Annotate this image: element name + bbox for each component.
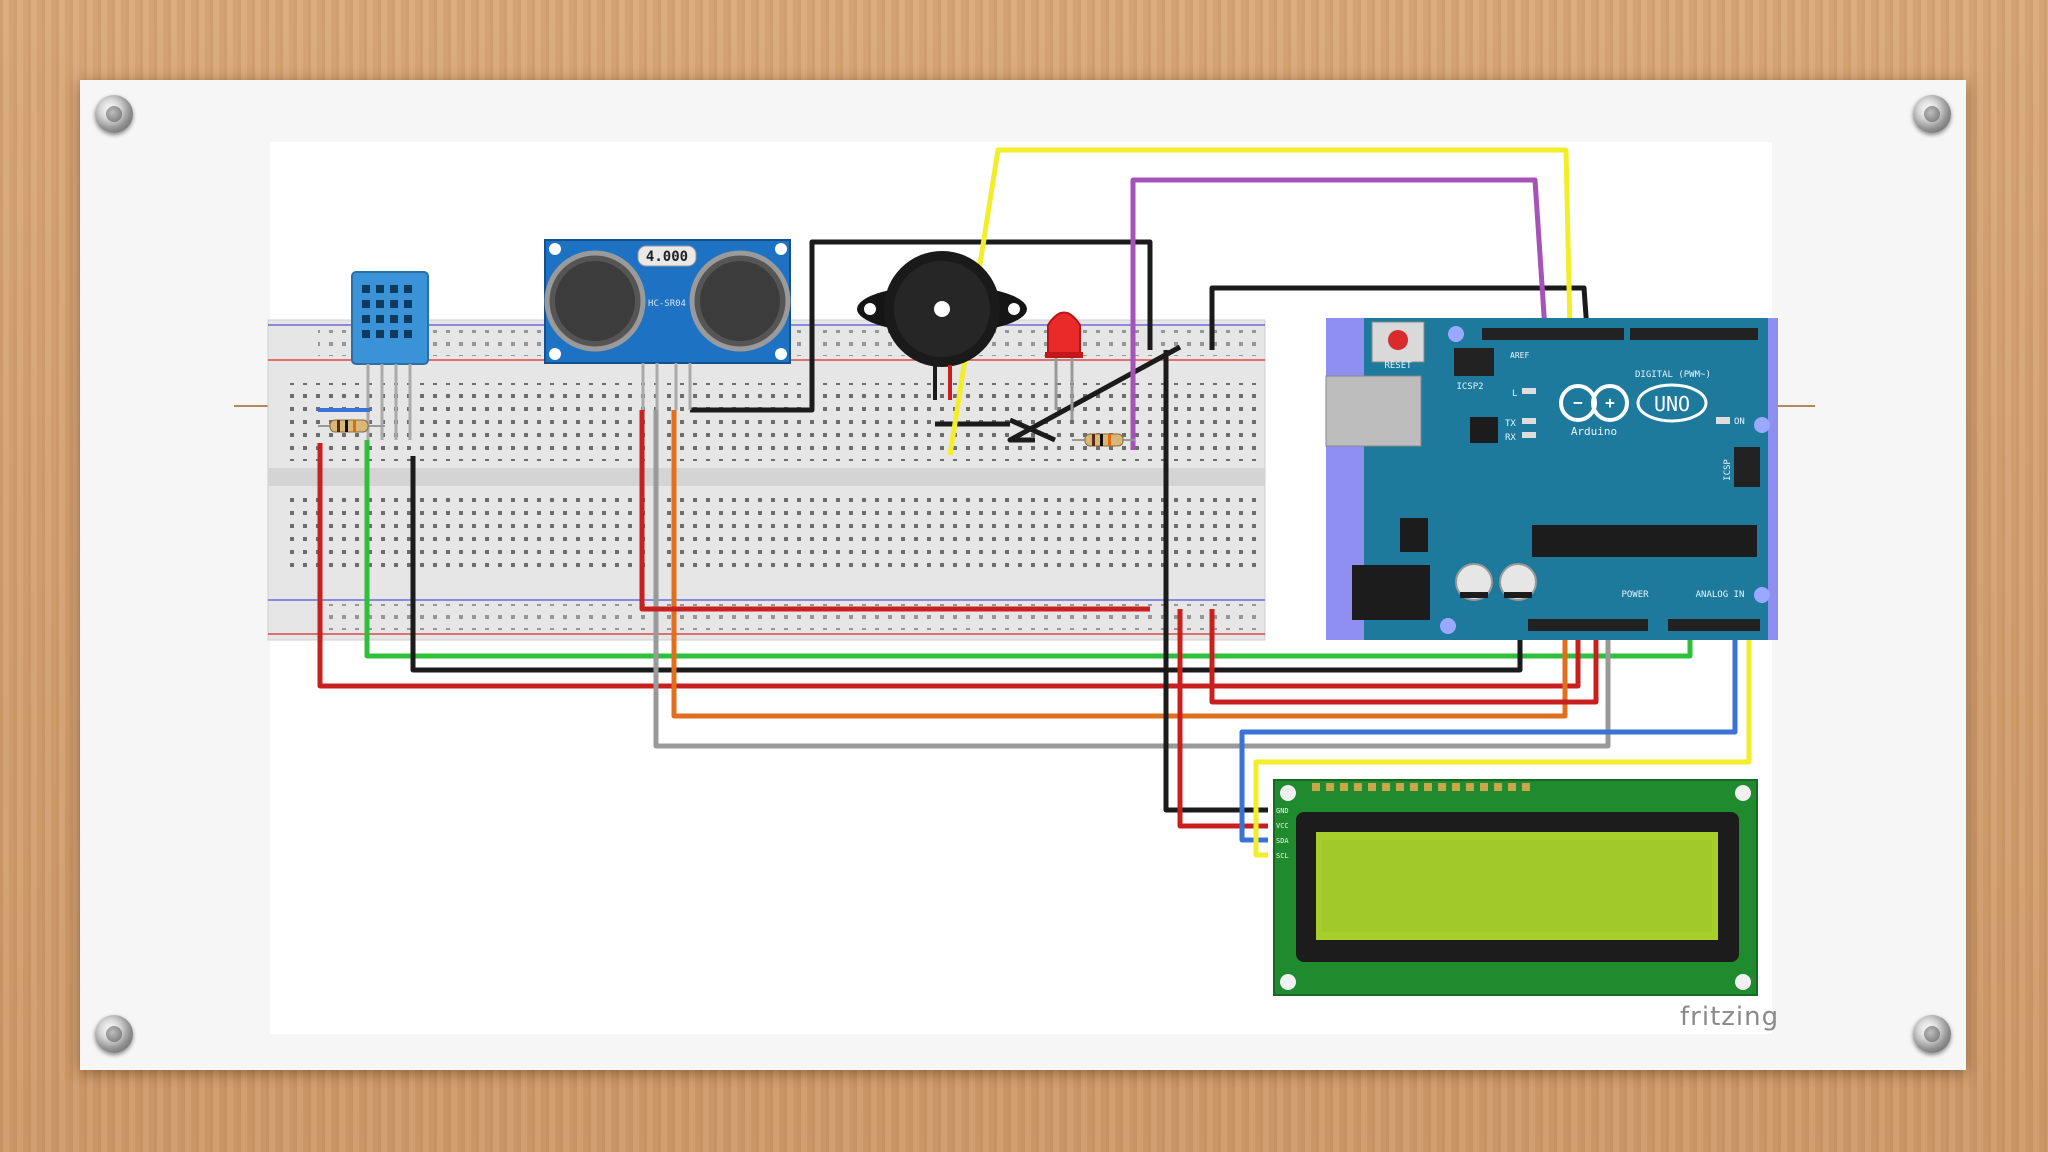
icsp2-label: ICSP2 xyxy=(1456,382,1483,392)
l-label: L xyxy=(1512,389,1517,399)
aref-label: AREF xyxy=(1510,351,1529,360)
rx-label: RX xyxy=(1505,433,1516,443)
lcd-pin-sda: SDA xyxy=(1276,837,1289,845)
arduino-uno: RESET ICSP2 AREF DIGITAL (PWM~) L TX RX … xyxy=(1325,318,1778,640)
pushpin-top-left xyxy=(95,95,133,133)
resistor-dht xyxy=(318,408,385,433)
on-label: ON xyxy=(1734,417,1745,427)
pushpin-bottom-right xyxy=(1913,1015,1951,1053)
red-led xyxy=(1045,311,1083,420)
pushpin-bottom-left xyxy=(95,1015,133,1053)
resistor-led xyxy=(1072,433,1135,447)
buzzer xyxy=(857,251,1027,400)
fritzing-watermark: fritzing xyxy=(1680,1002,1780,1032)
ultrasonic-model-label: HC-SR04 xyxy=(648,299,686,309)
lcd-pin-scl: SCL xyxy=(1276,852,1289,860)
breadboard xyxy=(267,319,1266,641)
reset-label: RESET xyxy=(1384,361,1412,371)
svg-text:+: + xyxy=(1605,393,1615,412)
digital-label: DIGITAL (PWM~) xyxy=(1635,370,1711,380)
brand-label: Arduino xyxy=(1571,425,1617,438)
lcd-pin-gnd: GND xyxy=(1276,807,1289,815)
uno-label: UNO xyxy=(1654,392,1690,416)
power-label: POWER xyxy=(1621,590,1649,600)
icsp-label: ICSP xyxy=(1723,459,1733,481)
svg-text:−: − xyxy=(1573,393,1583,412)
analog-label: ANALOG IN xyxy=(1696,590,1745,600)
ultrasonic-top-label: 4.000 xyxy=(646,249,688,265)
lcd-pin-vcc: VCC xyxy=(1276,822,1289,830)
tx-label: TX xyxy=(1505,419,1516,429)
pushpin-top-right xyxy=(1913,95,1951,133)
lcd-display: GND VCC SDA SCL xyxy=(1273,779,1758,996)
ultrasonic-sensor: 4.000 HC-SR04 xyxy=(544,239,791,410)
